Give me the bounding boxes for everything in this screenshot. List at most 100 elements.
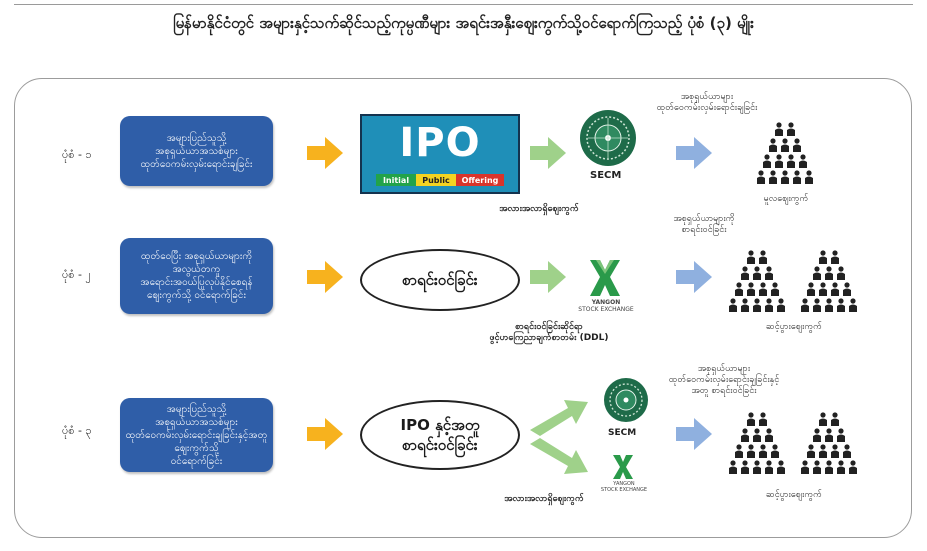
person-icon [769, 170, 777, 184]
person-icon [849, 460, 857, 474]
person-icon [843, 444, 851, 458]
ysx-sub-label: STOCK EXCHANGE [600, 487, 648, 493]
person-icon [759, 412, 767, 426]
person-icon [759, 282, 767, 296]
person-icon [801, 298, 809, 312]
person-icon [741, 298, 749, 312]
row-3-description-box: အများပြည်သူသို့ အစုရှယ်ယာအသစ်များ ထုတ်ဝေ… [120, 398, 273, 472]
person-icon [819, 282, 827, 296]
row-1-top-caption: အစုရှယ်ယာများ ထုတ်ဝေကမ်းလှမ်းရောင်းချခြင… [656, 92, 758, 113]
row-3-split-arrow [530, 400, 588, 474]
person-icon [787, 122, 795, 136]
person-icon [763, 154, 771, 168]
person-icon [849, 298, 857, 312]
person-icon [759, 444, 767, 458]
person-icon [777, 298, 785, 312]
person-icon [771, 444, 779, 458]
diagram-frame [14, 78, 912, 538]
person-icon [747, 250, 755, 264]
person-icon [819, 250, 827, 264]
person-icon [735, 444, 743, 458]
row-3-label: ပုံစံ - ၃ [62, 424, 92, 437]
row-1-orange-arrow [307, 137, 343, 169]
ipo-sub-initial: Initial [376, 174, 416, 186]
ysx-logo-icon [613, 455, 633, 479]
person-icon [753, 460, 761, 474]
person-icon [781, 170, 789, 184]
person-icon [805, 170, 813, 184]
person-icon [813, 460, 821, 474]
person-icon [825, 298, 833, 312]
ysx-name-label: YANGON [591, 299, 621, 306]
person-icon [813, 428, 821, 442]
ipo-sub-public: Public [416, 174, 456, 186]
person-icon [793, 170, 801, 184]
person-icon [801, 460, 809, 474]
person-icon [777, 460, 785, 474]
row-3-market-label: ဆင့်ပွားဈေးကွက် [766, 490, 822, 500]
row-2-description-box: ထုတ်ဝေပြီး အစုရှယ်ယာများကို အလွယ်တကူ အရေ… [120, 238, 273, 314]
person-icon [741, 460, 749, 474]
person-icon [837, 298, 845, 312]
person-icon [757, 170, 765, 184]
person-icon [837, 460, 845, 474]
secm-label: SECM [608, 428, 637, 438]
person-icon [729, 460, 737, 474]
row-2-exchange-caption: စာရင်းဝင်ခြင်းဆိုင်ရာ ဖွင့်ဟကြေညာချက်စာတ… [489, 322, 609, 343]
person-icon [819, 412, 827, 426]
people-group-icon [801, 412, 857, 474]
person-icon [735, 282, 743, 296]
person-icon [775, 154, 783, 168]
person-icon [831, 412, 839, 426]
row-2-blue-arrow [676, 261, 712, 293]
person-icon [837, 428, 845, 442]
row-1-blue-arrow [676, 137, 712, 169]
top-rule [14, 4, 913, 5]
people-group-icon [729, 250, 785, 312]
person-icon [765, 266, 773, 280]
person-icon [747, 412, 755, 426]
person-icon [825, 428, 833, 442]
row-2-green-arrow [530, 261, 566, 293]
person-icon [799, 154, 807, 168]
row-3-ipo-listing-oval: IPO နှင့်အတူ စာရင်းဝင်ခြင်း [360, 400, 520, 470]
ipo-logo-subtitle: Initial Public Offering [376, 174, 504, 186]
ysx-sub-label: STOCK EXCHANGE [578, 306, 634, 313]
people-group-icon [801, 250, 857, 312]
person-icon [747, 444, 755, 458]
person-icon [765, 298, 773, 312]
person-icon [813, 298, 821, 312]
row-3-top-caption: အစုရှယ်ယာများ ထုတ်ဝေကမ်းလှမ်းရောင်းချခြင… [668, 364, 780, 396]
person-icon [825, 266, 833, 280]
row-1-market-label: မူလဈေးကွက် [763, 194, 809, 204]
row-2-label: ပုံစံ - ၂ [62, 268, 91, 281]
person-icon [793, 138, 801, 152]
page-title: မြန်မာနိုင်ငံတွင် အများနှင့်သက်ဆိုင်သည့်… [173, 14, 754, 32]
person-icon [729, 298, 737, 312]
row-2-top-caption: အစုရှယ်ယာများကို စာရင်းဝင်ခြင်း [673, 214, 735, 235]
person-icon [825, 460, 833, 474]
person-icon [831, 282, 839, 296]
row-3-blue-arrow [676, 418, 712, 450]
person-icon [807, 444, 815, 458]
person-icon [765, 428, 773, 442]
person-icon [837, 266, 845, 280]
person-icon [747, 282, 755, 296]
person-icon [753, 428, 761, 442]
row-1-exchange-caption: အလားအလာရှိစျေးကွက် [499, 204, 579, 214]
row-2-market-label: ဆင့်ပွားဈေးကွက် [766, 322, 822, 332]
secm-logo-icon [580, 110, 636, 166]
ipo-sub-offering: Offering [456, 174, 504, 186]
person-icon [819, 444, 827, 458]
person-icon [771, 282, 779, 296]
person-icon [765, 460, 773, 474]
ysx-logo-icon [590, 260, 620, 296]
person-icon [753, 298, 761, 312]
person-icon [831, 444, 839, 458]
row-3-orange-arrow [307, 418, 343, 450]
person-icon [831, 250, 839, 264]
people-group-icon [729, 412, 785, 474]
ipo-logo: IPO Initial Public Offering [360, 114, 520, 194]
person-icon [759, 250, 767, 264]
person-icon [813, 266, 821, 280]
